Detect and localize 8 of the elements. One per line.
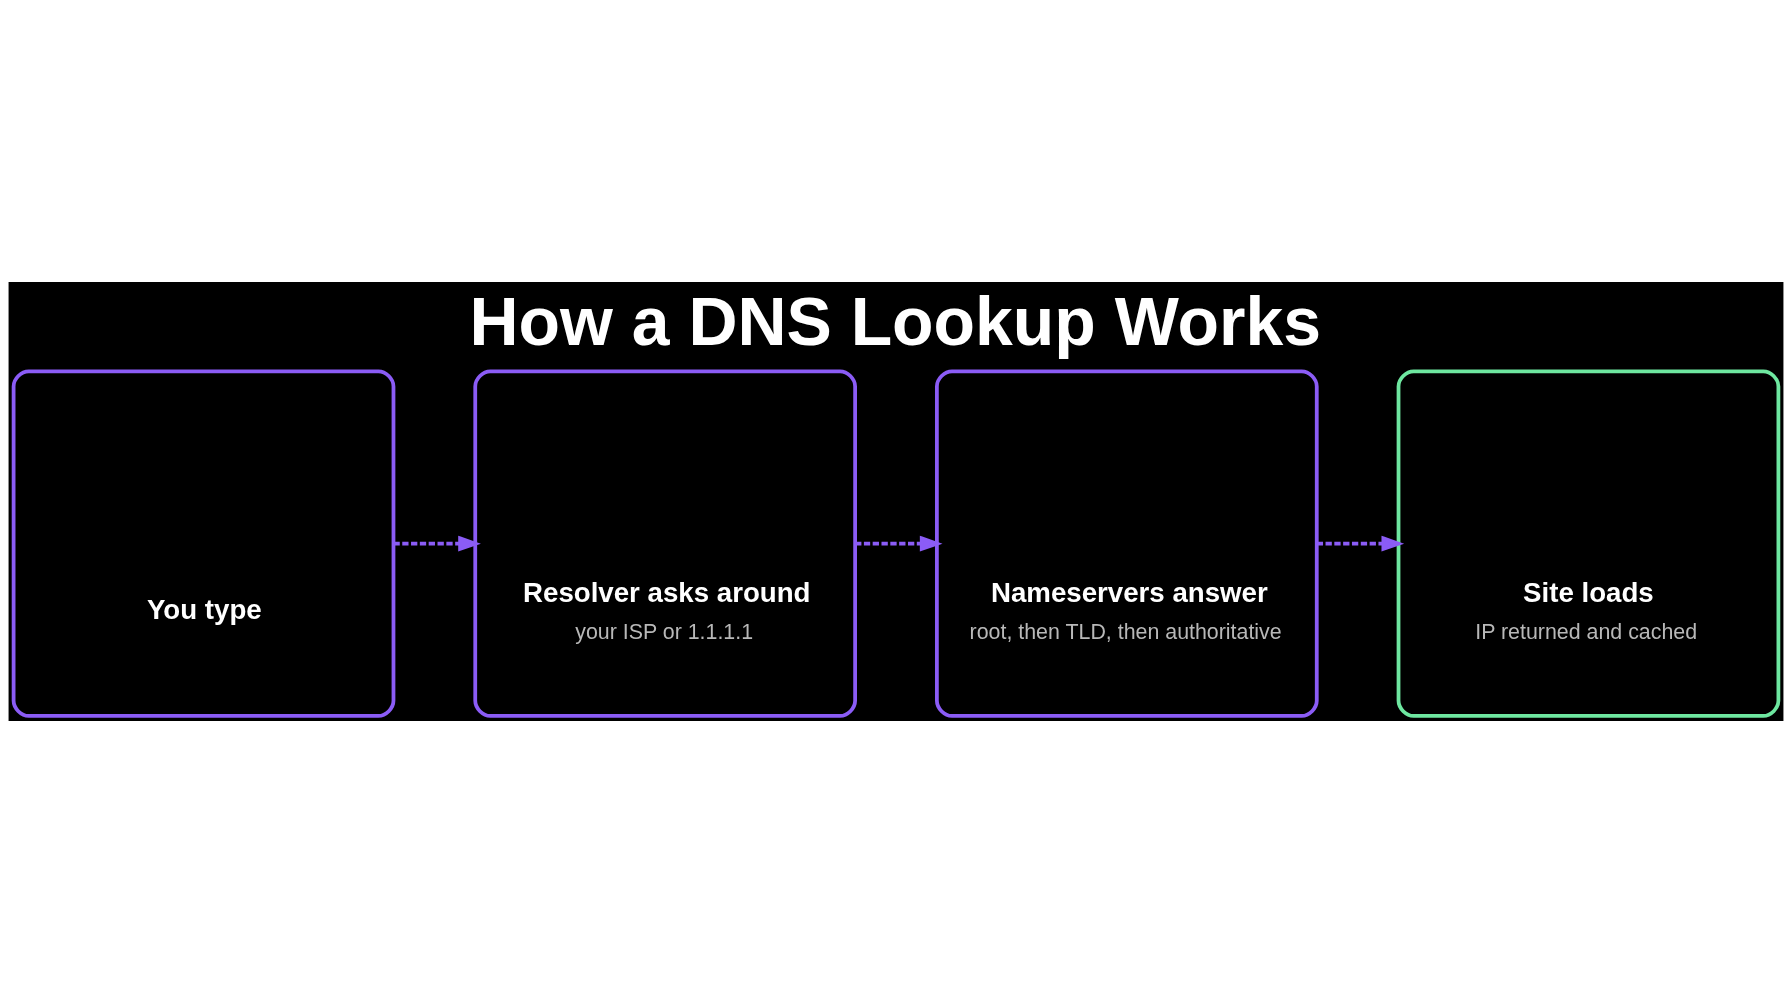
diagram-title: How a DNS Lookup Works (469, 284, 1321, 360)
node-box: You type (11, 369, 396, 718)
arrow (855, 535, 943, 552)
node-box: Nameservers answer root, then TLD, then authoritative (935, 369, 1319, 718)
node-box: Resolver asks around your ISP or 1.1.1.1 (473, 369, 857, 718)
arrow (1316, 535, 1405, 552)
arrow (393, 535, 481, 552)
node-box: Site loads IP returned and cached (1396, 369, 1781, 718)
